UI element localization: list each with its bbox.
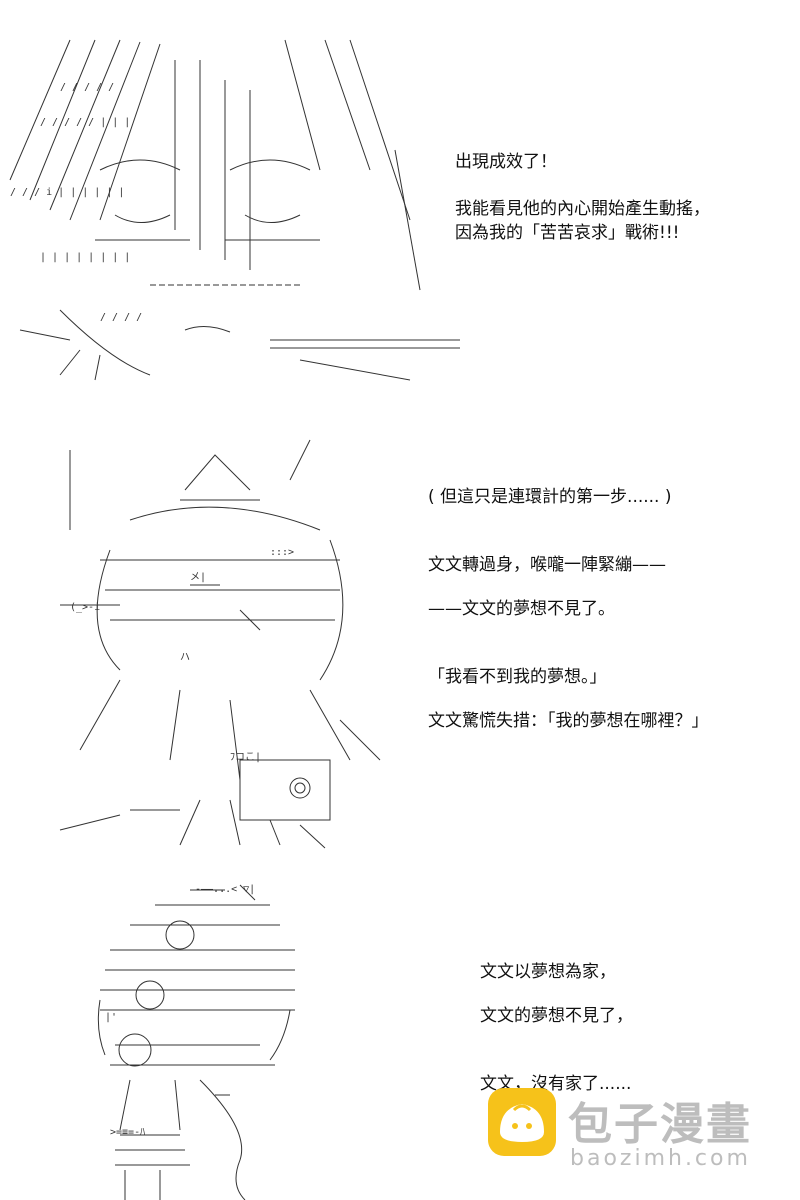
svg-text:/ / / /: / / / /	[100, 312, 142, 323]
svg-text:|': |'	[105, 1012, 117, 1023]
svg-text:>=≡=-ﾊ: >=≡=-ﾊ	[110, 1127, 145, 1138]
caption-line: 文文驚慌失措：「我的夢想在哪裡？」	[428, 711, 709, 731]
panel-1-caption: 出現成效了！ 我能看見他的內心開始產生動搖， 因為我的「苦苦哀求」戰術!!!	[455, 150, 795, 250]
caption-line: 文文的夢想不見了，	[480, 1006, 633, 1026]
svg-text:-——...< ▽|: -——...< ▽|	[195, 884, 255, 895]
caption-line: 文文轉過身，喉嚨一陣緊繃——	[428, 555, 666, 575]
svg-text:/ / / / / | | |: / / / / / | | |	[40, 117, 130, 128]
svg-text:/ / / i | | | | | |: / / / i | | | | | |	[10, 187, 124, 198]
caption-line: ——文文的夢想不見了。	[428, 599, 615, 619]
caption-line: 我能看見他的內心開始產生動搖，	[455, 199, 710, 219]
panel-2: (_>-i メ| :::> ハ ﾌコこ| ( 但這只是連環計的第一步......…	[0, 430, 800, 860]
watermark-title: 包子漫畫	[568, 1099, 752, 1150]
svg-text:ﾌコこ|: ﾌコこ|	[230, 752, 261, 763]
ascii-art-standing-character: -——...< ▽| |' >=≡=-ﾊ	[97, 884, 295, 1200]
caption-line: 「我看不到我的夢想。」	[428, 667, 607, 687]
caption-line: ( 但這只是連環計的第一步...... )	[428, 487, 672, 507]
svg-text:メ|: メ|	[190, 572, 206, 583]
svg-text:/ / / / /: / / / / /	[60, 82, 114, 93]
caption-line: 文文以夢想為家，	[480, 962, 616, 982]
caption-line: 出現成效了！	[455, 152, 557, 172]
panel-2-caption: ( 但這只是連環計的第一步...... ) 文文轉過身，喉嚨一陣緊繃—— ——文…	[428, 485, 798, 745]
svg-text:| | | | | | | |: | | | | | | | |	[40, 252, 130, 263]
caption-line: 因為我的「苦苦哀求」戰術!!!	[455, 223, 680, 243]
svg-text:ハ: ハ	[180, 652, 190, 663]
svg-text:(_>-i: (_>-i	[70, 602, 100, 613]
panel-3-caption: 文文以夢想為家， 文文的夢想不見了， 文文，沒有家了......	[480, 960, 790, 1100]
ascii-art-character-with-camera: (_>-i メ| :::> ハ ﾌコこ|	[59, 439, 381, 849]
ascii-art-face-closeup: / / / / / / / / / / | | | / / / i | | | …	[9, 39, 460, 381]
svg-text::::>: :::>	[270, 547, 294, 558]
site-watermark: 包子漫畫 baozimh.com	[486, 1080, 786, 1180]
panel-1: / / / / / / / / / / | | | / / / i | | | …	[0, 30, 800, 400]
steamed-bun-icon	[488, 1088, 556, 1156]
watermark-url: baozimh.com	[570, 1146, 751, 1171]
